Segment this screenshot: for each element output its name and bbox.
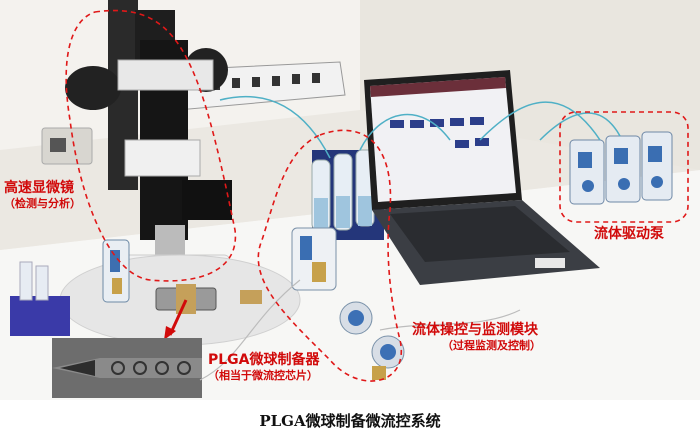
lab-photo (0, 0, 700, 400)
label-microscope: 高速显微镜 （检测与分析） (4, 180, 81, 210)
pump-units (569, 131, 673, 205)
pointer-arrow (164, 299, 188, 340)
laptop (364, 70, 600, 285)
wall-outlet (41, 127, 93, 165)
pressure-controller (291, 227, 337, 291)
tube-rack (10, 261, 70, 336)
fluid-module-outline (257, 129, 403, 382)
label-chip: PLGA微球制备器 （相当于微流控芯片） (208, 352, 320, 382)
label-microscope-sub: （检测与分析） (4, 196, 81, 210)
label-pump-main: 流体驱动泵 (594, 226, 664, 242)
label-microscope-main: 高速显微镜 (4, 180, 74, 196)
label-chip-main: PLGA微球制备器 (208, 352, 320, 368)
microscopy-inset (52, 338, 202, 398)
microscope-outline (65, 9, 237, 282)
sensor-left (102, 239, 130, 303)
chip-holder (155, 284, 262, 314)
label-chip-sub: （相当于微流控芯片） (208, 368, 318, 382)
label-fluid-module-main: 流体操控与监测模块 (412, 322, 538, 338)
flow-sensors (339, 301, 405, 380)
label-pump: 流体驱动泵 (594, 226, 664, 243)
label-fluid-module: 流体操控与监测模块 （过程监测及控制） (412, 322, 541, 352)
label-fluid-module-sub: （过程监测及控制） (442, 338, 541, 352)
pump-outline (559, 111, 689, 223)
figure-caption: PLGA微球制备微流控系统 (259, 412, 441, 430)
